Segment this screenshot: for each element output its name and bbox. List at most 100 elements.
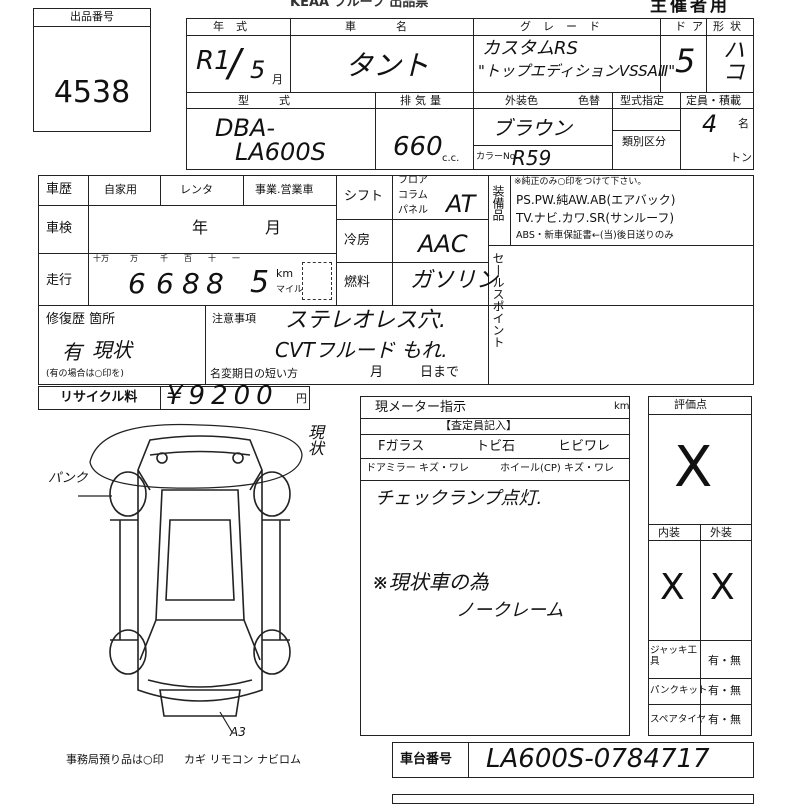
footer-box	[392, 794, 754, 804]
cc-unit: c.c.	[442, 153, 460, 164]
interior-label: 内装	[658, 526, 680, 539]
lot-label: 出品番号	[70, 10, 114, 23]
shift-value: AT	[446, 190, 476, 218]
grid-line	[290, 18, 291, 92]
grid-line	[160, 175, 161, 205]
name-value: タント	[345, 49, 430, 82]
exterior-value: X	[710, 567, 735, 608]
ac-value: AAC	[418, 230, 468, 258]
chassis-value: LA600S-0784717	[486, 744, 710, 774]
vehicle-table	[186, 18, 754, 170]
capacity-label: 定員・積載	[686, 94, 741, 107]
key-items: カギ リモコン ナビロム	[184, 753, 301, 766]
tool-value: 有・無	[708, 654, 741, 667]
color-value: ブラウン	[492, 116, 572, 140]
model-line2: LA600S	[235, 138, 326, 166]
year-separator: /	[228, 41, 241, 85]
model-line1: DBA-	[215, 114, 276, 142]
score-label: 評価点	[674, 398, 707, 411]
tool-label: スペアタイヤ	[650, 714, 707, 725]
color-no-value: R59	[512, 146, 552, 170]
doors-value: 5	[675, 42, 696, 80]
recycle-box	[38, 386, 310, 410]
grade-line1: カスタムRS	[482, 38, 578, 59]
f-glass: Fガラス	[378, 439, 425, 454]
km-label: km	[276, 267, 294, 280]
grid-line	[186, 92, 754, 93]
equip-label: 装備品	[491, 185, 505, 221]
digit-label: 千	[160, 254, 168, 263]
grid-line	[660, 18, 661, 92]
displacement-value: 660	[393, 132, 443, 162]
notes-label: 注意事項	[212, 312, 256, 325]
office-note: 事務局預り品は○印	[66, 753, 164, 766]
history-label: 車歴	[46, 182, 73, 197]
year-value: R1	[196, 46, 231, 76]
note-line1: ステレオレス穴.	[285, 308, 446, 333]
interior-value: X	[660, 567, 685, 608]
door-mirror: ドアミラー キズ・ワレ	[366, 463, 469, 474]
tool-label: ジャッキ工具	[650, 645, 698, 667]
mileage-digit: 6	[156, 267, 174, 300]
grid-line	[612, 130, 680, 131]
year-label: 年式	[213, 20, 259, 33]
grid-line	[680, 92, 681, 170]
lot-label-divider	[33, 26, 151, 27]
lot-box	[33, 8, 151, 132]
inspector-comment3: ノークレーム	[456, 600, 564, 621]
grid-line	[38, 205, 336, 206]
inspector-header: 【査定員記入】	[440, 419, 517, 432]
equip-line3: ABS・新車保証書←(当)後日送りのみ	[516, 230, 674, 241]
grid-line	[336, 219, 488, 220]
month-unit: 月	[272, 73, 283, 86]
recycle-unit: 円	[296, 392, 307, 405]
lot-number: 4538	[53, 75, 131, 110]
repair-circled: 有	[62, 340, 82, 364]
mile-label: マイル	[276, 285, 304, 295]
grid-line	[360, 418, 630, 419]
equip-note: ※純正のみ○印をつけて下さい。	[514, 177, 647, 187]
inspection-month-unit: 月	[265, 218, 282, 237]
equip-line1: PS.PW.純AW.AB(エアバック)	[516, 193, 676, 207]
grid-line	[375, 92, 376, 170]
name-change-label: 名変期日の短い方	[210, 367, 298, 380]
color-change-label: 色替	[578, 94, 600, 107]
color-no-label: カラーNo.	[476, 152, 518, 162]
meter-unit: km	[614, 401, 630, 412]
wheel: ホイール(CP) キズ・ワレ	[500, 463, 614, 474]
mileage-digit: 6	[128, 267, 146, 300]
mileage-digit: 5	[250, 265, 270, 300]
grid-line	[38, 305, 754, 306]
grid-line	[473, 18, 474, 170]
diagram-note-punk: パンク	[48, 471, 88, 486]
grid-line	[510, 175, 511, 245]
mileage-digit: 8	[206, 267, 224, 300]
grid-line	[473, 145, 612, 146]
sales-point-label: セールスポイント	[491, 252, 505, 348]
inspection-year-unit: 年	[192, 218, 209, 237]
category-label: 類別区分	[622, 135, 666, 148]
grid-line	[243, 175, 244, 205]
recycle-label: リサイクル料	[60, 390, 138, 405]
model-label: 型式	[238, 94, 320, 107]
grid-line	[336, 262, 488, 263]
shift-opt: コラム	[398, 190, 428, 201]
mileage-label: 走行	[46, 273, 73, 288]
grid-line	[360, 458, 630, 459]
opt-business: 事業.営業車	[255, 183, 314, 196]
chassis-label: 車台番号	[400, 752, 453, 767]
repair-note: (有の場合は○印を)	[46, 369, 124, 379]
repair-value: 現状	[92, 338, 132, 362]
model-spec-label: 型式指定	[620, 94, 664, 107]
chip: トビ石	[476, 439, 516, 454]
grid-line	[186, 35, 754, 36]
grid-line	[488, 245, 754, 246]
exterior-label: 外装	[710, 526, 732, 539]
meter-label: 現メーター指示	[375, 400, 467, 415]
shift-label: シフト	[344, 189, 384, 204]
inspector-comment1: チェックランプ点灯.	[375, 488, 543, 509]
grid-line	[706, 18, 707, 92]
shift-opt: フロア	[398, 175, 428, 186]
ton-unit: トン	[730, 151, 752, 164]
